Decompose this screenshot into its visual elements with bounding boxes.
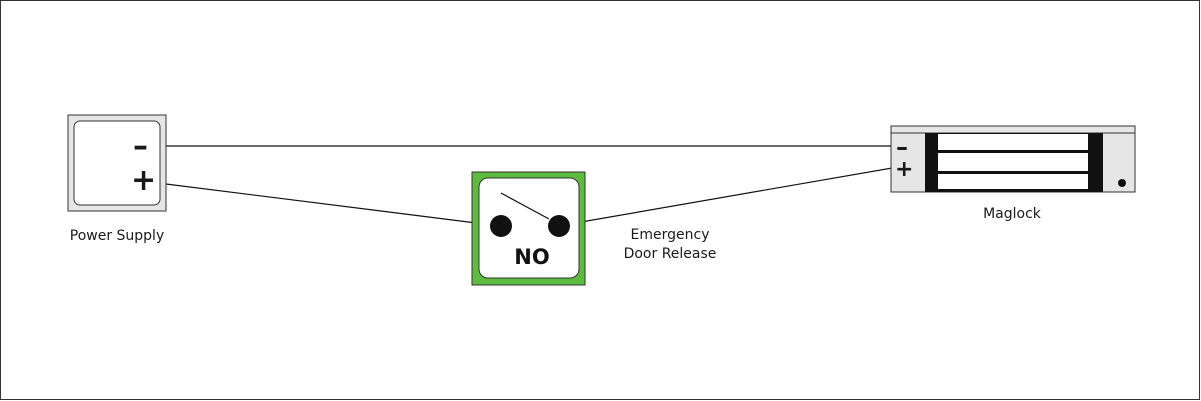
switch-contact-arm xyxy=(500,192,550,220)
power-supply-panel xyxy=(73,120,161,206)
power-supply-plus-symbol: + xyxy=(131,163,156,198)
maglock-coil-top xyxy=(938,134,1088,150)
switch-terminal-right xyxy=(548,215,570,237)
maglock-indicator-dot xyxy=(1118,179,1126,187)
wire-positive-to-switch xyxy=(165,183,501,227)
switch-faceplate xyxy=(478,177,580,279)
maglock-plus-symbol: + xyxy=(895,157,913,182)
maglock-minus-symbol: – xyxy=(896,133,908,161)
power-supply: – + Power Supply xyxy=(67,114,167,244)
wire-switch-to-maglock xyxy=(557,167,893,227)
wires xyxy=(165,145,893,227)
emergency-door-release: NO Emergency Door Release xyxy=(471,171,717,286)
maglock-coil-middle xyxy=(938,153,1088,171)
maglock: – + Maglock xyxy=(890,125,1136,222)
switch-contact-label: NO xyxy=(514,245,549,269)
power-supply-label: Power Supply xyxy=(70,228,165,244)
switch-label-line1: Emergency xyxy=(631,227,710,243)
maglock-label: Maglock xyxy=(983,206,1042,222)
maglock-coil-bottom xyxy=(938,174,1088,189)
switch-label-line2: Door Release xyxy=(624,246,717,262)
switch-terminal-left xyxy=(490,215,512,237)
power-supply-minus-symbol: – xyxy=(133,129,148,164)
